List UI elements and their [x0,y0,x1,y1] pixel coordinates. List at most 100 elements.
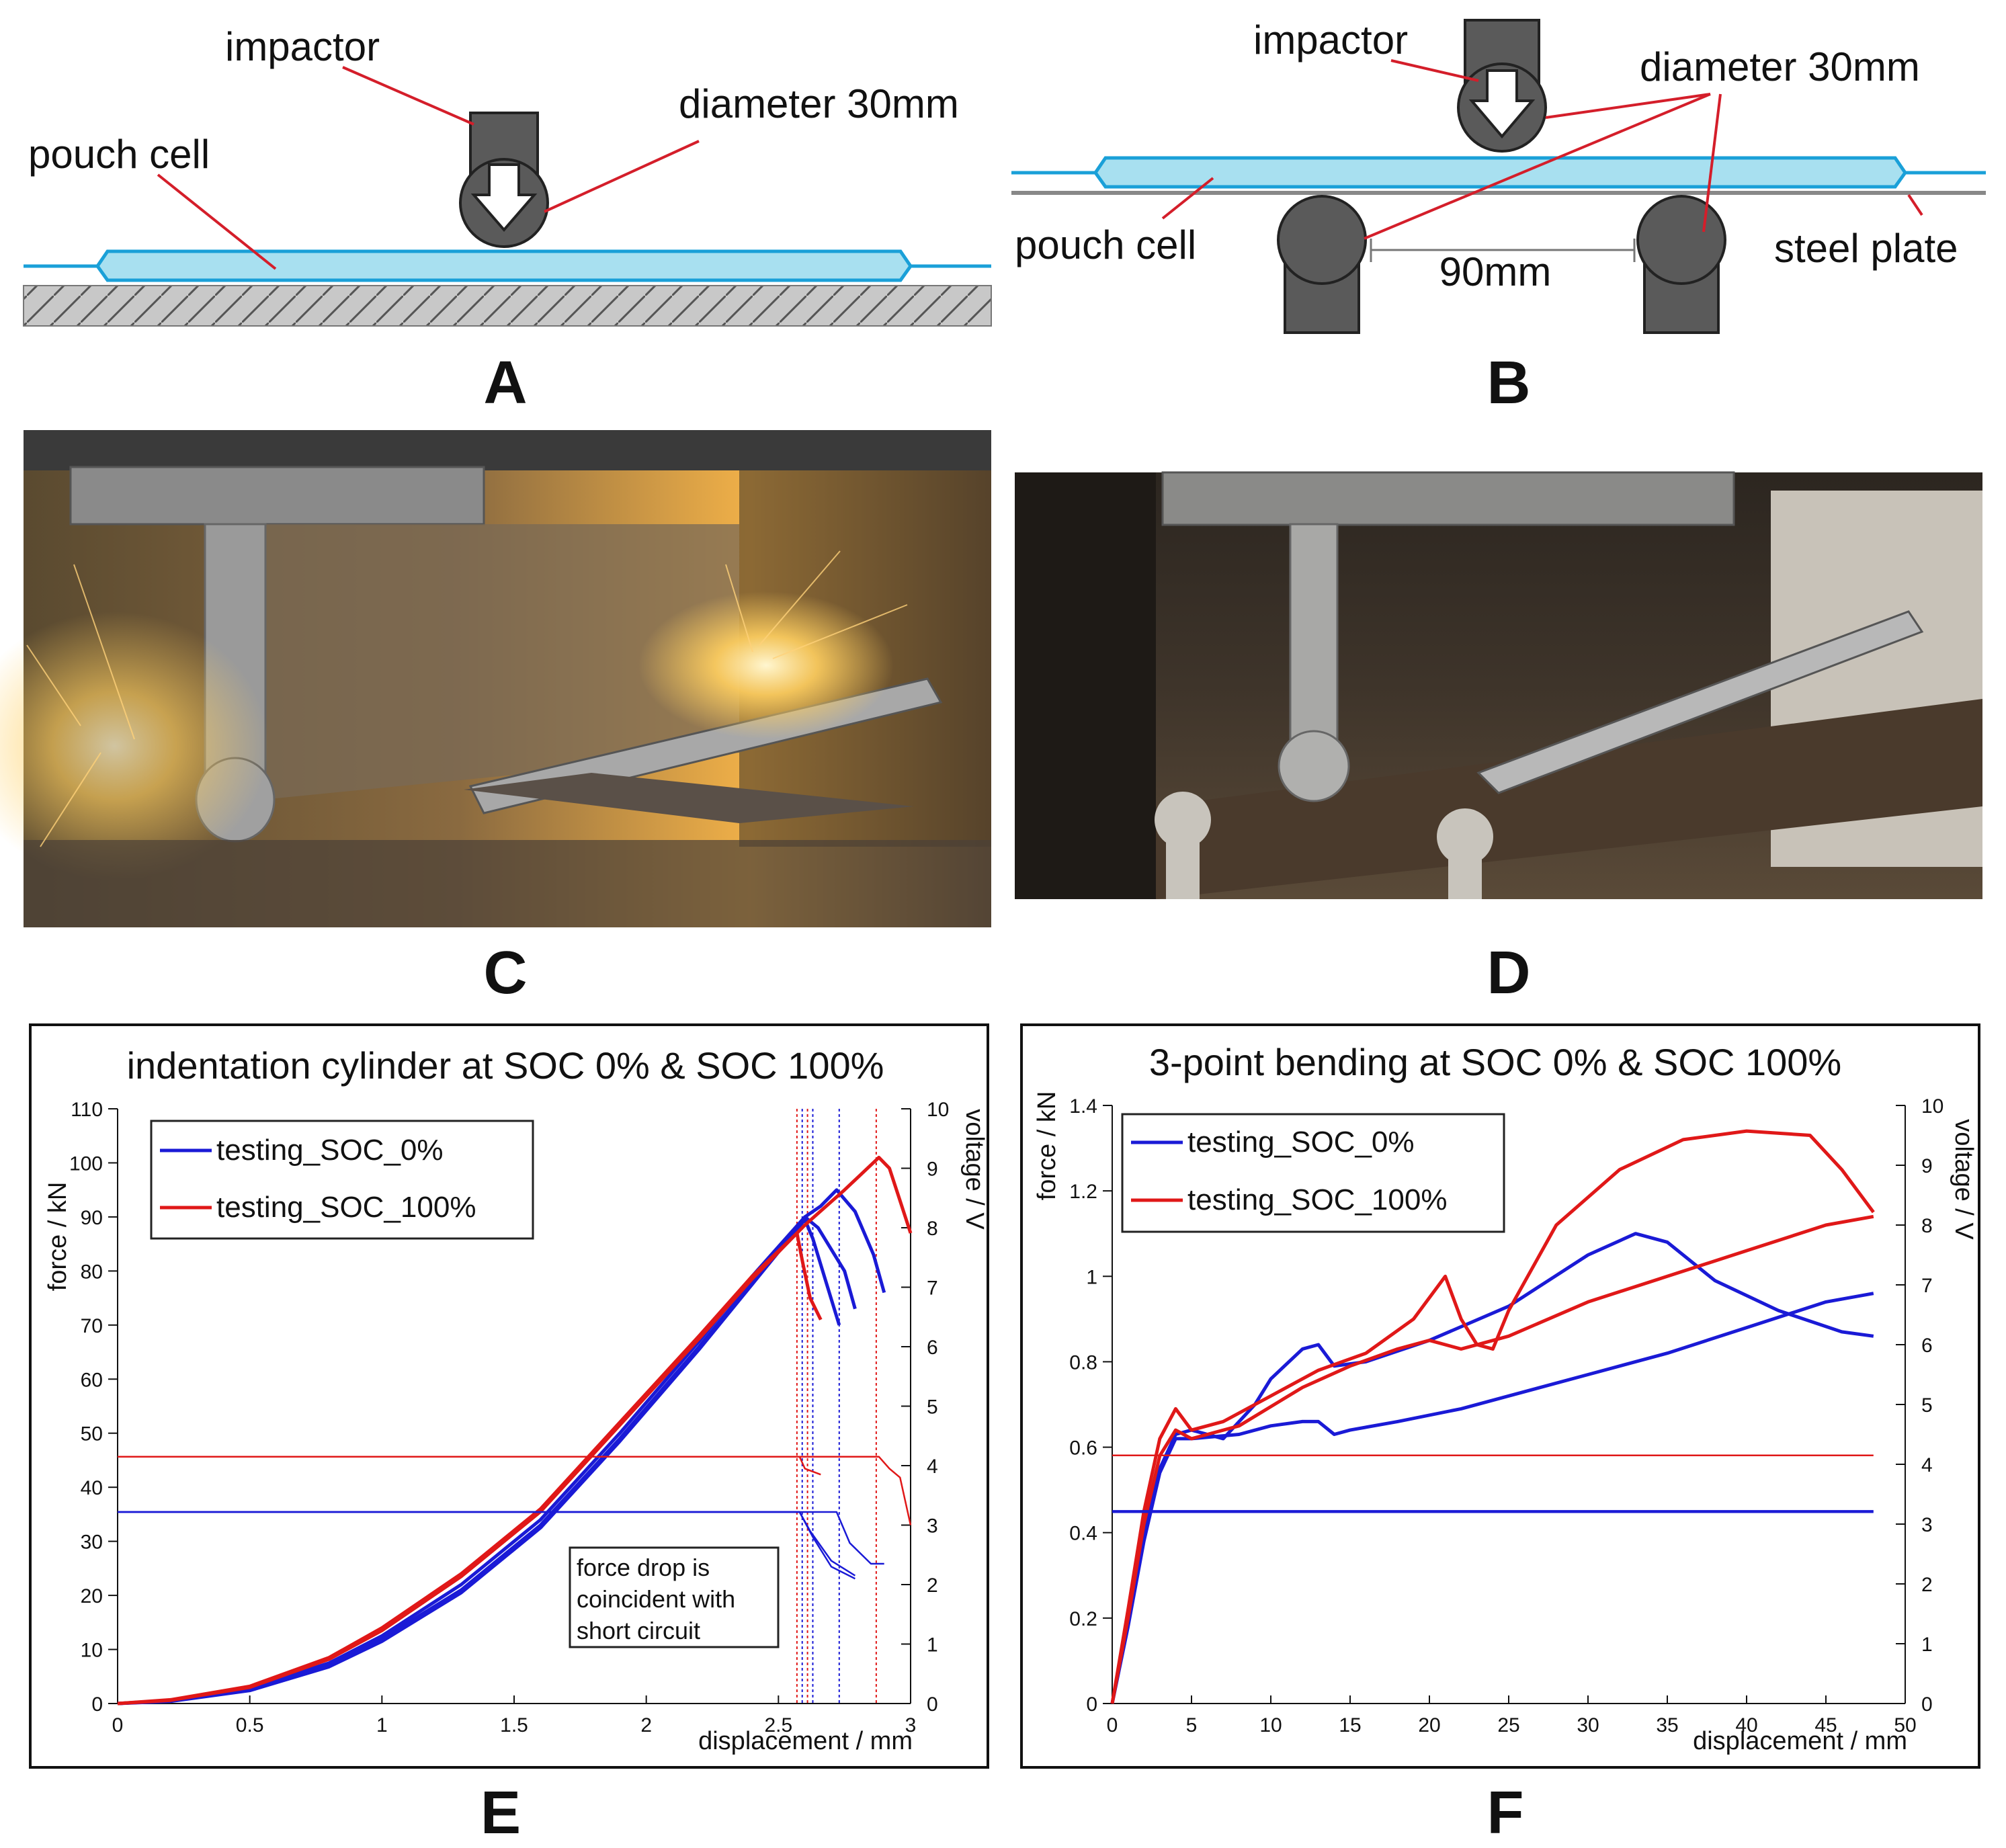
panel-a-schematic: impactor diameter 30mm pouch cell A [23,24,992,417]
legend: testing_SOC_0% testing_SOC_100% [150,1120,534,1240]
y-axis-label: force / kN [1033,1091,1061,1201]
force-series-line [117,1188,886,1706]
y-tick-label: 0.2 [1069,1608,1097,1630]
force-series-line [1110,1292,1874,1704]
plate-label: steel plate [1774,226,1958,271]
legend-entry: testing_SOC_100% [1187,1183,1447,1216]
x-tick-label: 40 [1735,1714,1757,1736]
panel-c-photo: C [0,430,991,1007]
x-tick-label: 10 [1259,1714,1282,1736]
y-tick-label: 0 [1086,1693,1097,1716]
span-label: 90mm [1439,249,1552,294]
diameter-leader [544,140,700,213]
y2-axis-label: voltage / V [1950,1119,1978,1240]
voltage-series-line [118,1456,912,1525]
support-roller-left [1155,792,1211,899]
arrow-down-icon [470,163,538,233]
y2-tick-label: 5 [1921,1394,1933,1417]
x-tick-label: 45 [1814,1714,1837,1736]
force-series-line [117,1218,841,1706]
y2-axis-label: voltage / V [960,1109,989,1230]
y2-tick-label: 6 [1921,1335,1933,1357]
x-tick-label: 0 [1107,1714,1118,1736]
x-tick-label: 0.5 [236,1714,264,1736]
y-tick-label: 0.4 [1069,1523,1097,1545]
y2-tick-label: 1 [927,1634,938,1656]
x-axis-label: displacement / mm [1693,1727,1907,1755]
pouch-cell-body [95,249,913,282]
x-tick-label: 3 [905,1714,917,1736]
y-tick-label: 60 [81,1369,103,1391]
y2-tick-label: 6 [927,1337,938,1359]
arrow-down-icon [1468,69,1536,139]
y-tick-label: 90 [81,1207,103,1229]
impactor-shape [459,112,549,248]
y-tick-label: 1.2 [1069,1181,1097,1203]
impactor-leader [342,66,474,126]
legend-entry: testing_SOC_0% [1187,1126,1415,1159]
y2-tick-label: 10 [927,1099,949,1121]
y-tick-label: 1.4 [1069,1095,1097,1118]
legend: testing_SOC_0% testing_SOC_100% [1121,1113,1505,1233]
x-tick-label: 1.5 [500,1714,528,1736]
y2-tick-label: 2 [927,1574,938,1597]
y2-tick-label: 4 [927,1456,938,1478]
y2-tick-label: 7 [927,1277,938,1300]
x-tick-label: 2.5 [764,1714,792,1736]
panel-e-chart: indentation cylinder at SOC 0% & SOC 100… [29,1023,989,1847]
y2-tick-label: 5 [927,1396,938,1419]
panel-letter-a: A [484,349,528,417]
y-tick-label: 50 [81,1423,103,1445]
y-tick-label: 30 [81,1531,103,1554]
force-series-line [1110,1129,1875,1704]
x-tick-label: 35 [1656,1714,1678,1736]
y-axis-label: force / kN [44,1182,72,1292]
diameter-label: diameter 30mm [1640,44,1920,89]
pouch-label: pouch cell [1015,222,1196,267]
legend-entry: testing_SOC_0% [216,1134,444,1167]
diameter-leader-3 [1702,93,1722,233]
y2-tick-label: 1 [1921,1634,1933,1656]
ground-hatch [23,285,992,327]
annotation-line: short circuit [577,1617,700,1644]
support-right [1636,195,1726,334]
x-tick-label: 15 [1339,1714,1361,1736]
panel-letter-e: E [480,1779,521,1847]
panel-letter-c: C [484,939,528,1007]
pouch-leader [157,173,277,270]
y2-tick-label: 8 [1921,1215,1933,1237]
panel-letter-d: D [1487,939,1531,1007]
y2-tick-label: 7 [1921,1275,1933,1297]
y2-tick-label: 9 [1921,1155,1933,1177]
y2-tick-label: 8 [927,1218,938,1240]
y2-tick-label: 0 [1921,1693,1933,1716]
chart-title: indentation cylinder at SOC 0% & SOC 100… [127,1044,884,1087]
y2-tick-label: 2 [1921,1574,1933,1596]
x-tick-label: 25 [1497,1714,1519,1736]
x-axis-label: displacement / mm [698,1727,913,1755]
diameter-leader-2 [1364,93,1711,240]
y2-tick-label: 3 [1921,1514,1933,1536]
x-tick-label: 0 [112,1714,124,1736]
y2-tick-label: 10 [1921,1095,1944,1118]
annotation-line: force drop is [577,1554,710,1581]
y-tick-label: 70 [81,1315,103,1337]
y-tick-label: 20 [81,1585,103,1607]
impactor-leader [1390,59,1479,82]
legend-entry: testing_SOC_100% [216,1191,476,1224]
y-tick-label: 0 [91,1693,103,1716]
panel-b-schematic: impactor diameter 30mm pouch cell 90mm s… [1011,17,1986,417]
pouch-leader [1161,177,1214,220]
voltage-series-line [118,1511,884,1565]
panel-letter-f: F [1487,1779,1524,1847]
support-roller-right [1437,808,1493,899]
impactor-shape [1457,19,1547,153]
y-tick-label: 110 [71,1099,103,1121]
pouch-cell-body [1093,156,1908,189]
y-tick-label: 10 [81,1640,103,1662]
annotation-box: force drop is coincident with short circ… [569,1546,780,1648]
x-tick-label: 5 [1186,1714,1198,1736]
panel-d-photo: D [1015,471,1982,1007]
diameter-leader-1 [1545,93,1711,119]
